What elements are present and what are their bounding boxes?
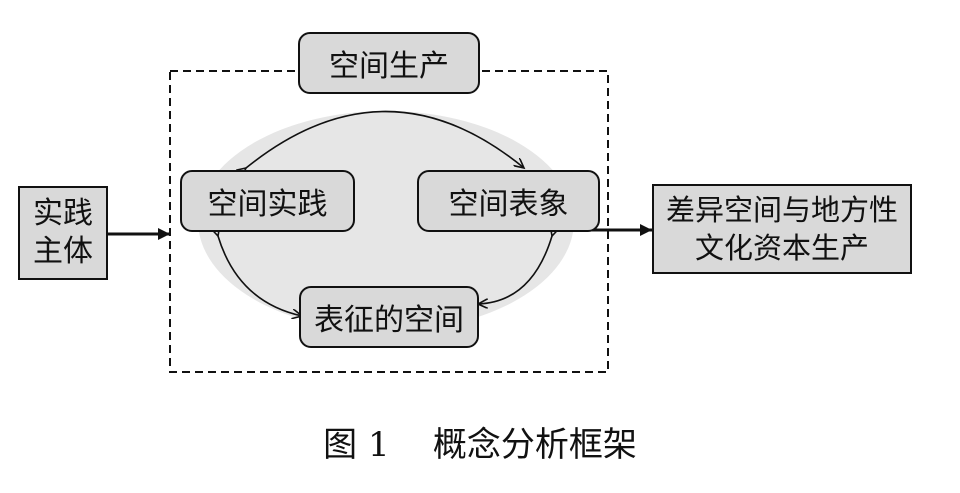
figure-title: 概念分析框架	[432, 425, 637, 465]
arc-practice-representational	[218, 236, 302, 316]
figure-caption: 图 1 概念分析框架	[0, 417, 960, 466]
figure-number: 图 1	[323, 425, 390, 465]
node-representation-of-space: 空间表象	[417, 170, 600, 232]
node-spatial-practice: 空间实践	[180, 170, 355, 232]
node-representational-space: 表征的空间	[299, 286, 479, 348]
dashed-boundary-frame	[169, 70, 609, 373]
title-box-space-production: 空间生产	[298, 32, 480, 94]
arc-practice-representation	[246, 110, 524, 169]
input-box-practice-subject: 实践 主体	[18, 186, 108, 280]
output-box-differential-space: 差异空间与地方性 文化资本生产	[652, 184, 912, 274]
arc-representation-representational	[478, 236, 552, 304]
